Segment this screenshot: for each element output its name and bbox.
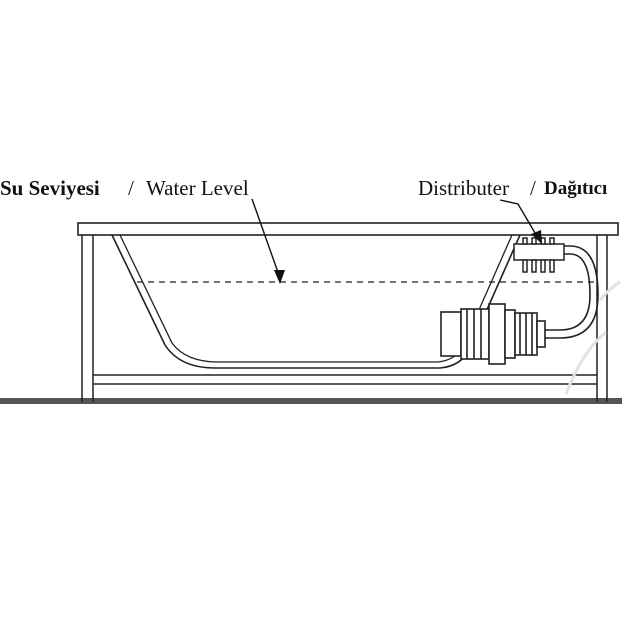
distribution-hose-inner xyxy=(545,245,599,339)
frame-right-leg xyxy=(596,235,608,402)
distributor-separator: / xyxy=(530,176,536,200)
distributor-label-en: Distributer xyxy=(418,176,509,200)
floor-line xyxy=(0,398,622,404)
water-level-leader xyxy=(251,198,281,279)
water-level-label-en: Water Level xyxy=(146,176,249,200)
background-trace xyxy=(564,280,621,395)
distributor-arrowhead xyxy=(531,230,542,244)
tub-rim xyxy=(77,222,619,236)
water-level-arrowhead xyxy=(274,270,285,284)
distributor-manifold xyxy=(513,237,565,273)
distribution-hose xyxy=(545,253,591,331)
pump-motor xyxy=(440,303,546,365)
frame-bottom-rail xyxy=(93,374,597,385)
distributor-leader xyxy=(499,199,539,239)
water-level-label-tr: Su Seviyesi xyxy=(0,176,100,200)
distributor-label-tr: Dağıtıcı xyxy=(544,178,608,199)
water-level-separator: / xyxy=(128,176,134,200)
frame-left-leg xyxy=(81,235,94,402)
